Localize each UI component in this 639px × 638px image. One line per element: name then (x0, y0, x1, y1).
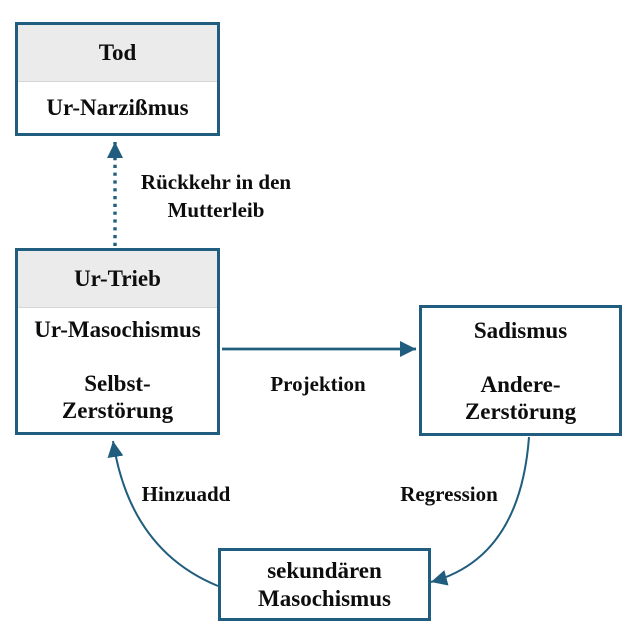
hinzuadd-curved-arrow (107, 440, 219, 587)
node-ur-trieb-body: Ur-Masochismus Selbst- Zerstörung (34, 317, 201, 423)
node-tod-body: Ur-Narzißmus (46, 95, 189, 120)
edge-label-regression: Regression (400, 482, 498, 506)
node-sekundaerer-masochismus-body: sekundären Masochismus (258, 557, 391, 611)
node-tod-header: Tod (18, 25, 217, 82)
node-sekundaerer-masochismus: sekundären Masochismus (218, 548, 431, 621)
node-sadismus-body: Sadismus Andere- Zerstörung (464, 317, 577, 424)
edge-label-projektion: Projektion (270, 372, 366, 396)
node-sadismus: Sadismus Andere- Zerstörung (419, 305, 622, 436)
edge-label-rueckkehr: Rückkehr in den Mutterleib (140, 170, 292, 222)
node-ur-trieb-header: Ur-Trieb (18, 251, 217, 308)
edge-label-hinzuadd: Hinzuadd (141, 482, 231, 506)
node-ur-trieb: Ur-Trieb Ur-Masochismus Selbst- Zerstöru… (15, 248, 220, 435)
node-tod: Tod Ur-Narzißmus (15, 22, 220, 136)
regression-curved-arrow (430, 436, 530, 586)
